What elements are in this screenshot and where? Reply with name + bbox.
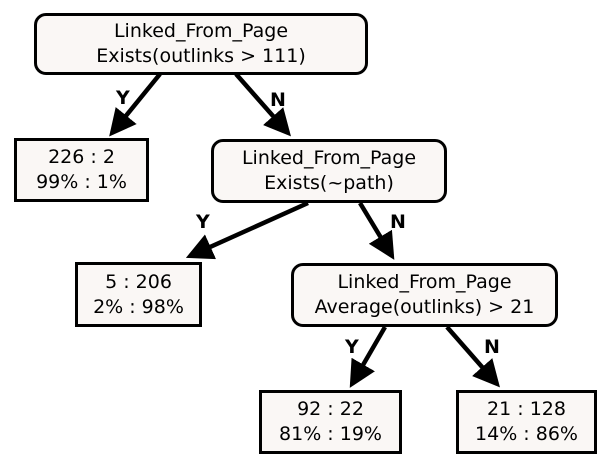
leaf-a-percentages: 99% : 1% bbox=[36, 171, 127, 193]
edge-split-b-to-leaf-c bbox=[185, 200, 309, 260]
edge-split-d-to-leaf-e bbox=[349, 325, 387, 388]
edge-root-to-split-b bbox=[234, 72, 291, 137]
leaf-node-a: 226 : 2 99% : 1% bbox=[14, 138, 149, 202]
leaf-f-percentages: 14% : 86% bbox=[475, 423, 578, 445]
split-b-condition: Exists(~path) bbox=[264, 172, 394, 194]
root-condition: Exists(outlinks > 111) bbox=[96, 45, 306, 67]
leaf-e-counts: 92 : 22 bbox=[297, 398, 364, 420]
edge-label-split-d-yes: Y bbox=[345, 336, 359, 358]
edge-label-root-no: N bbox=[270, 89, 286, 111]
split-d-attribute: Linked_From_Page bbox=[337, 271, 512, 293]
leaf-node-f: 21 : 128 14% : 86% bbox=[456, 390, 597, 454]
split-node-b: Linked_From_Page Exists(~path) bbox=[211, 139, 447, 203]
leaf-a-counts: 226 : 2 bbox=[48, 146, 115, 168]
split-d-condition: Average(outlinks) > 21 bbox=[314, 296, 535, 318]
edge-split-d-to-leaf-f bbox=[445, 325, 500, 388]
root-split-node: Linked_From_Page Exists(outlinks > 111) bbox=[34, 13, 368, 75]
edge-label-split-b-no: N bbox=[390, 211, 406, 233]
leaf-node-e: 92 : 22 81% : 19% bbox=[259, 390, 402, 454]
root-attribute: Linked_From_Page bbox=[113, 20, 289, 42]
edge-label-root-yes: Y bbox=[116, 87, 130, 109]
leaf-c-percentages: 2% : 98% bbox=[93, 295, 184, 318]
split-node-d: Linked_From_Page Average(outlinks) > 21 bbox=[291, 263, 558, 327]
leaf-f-counts: 21 : 128 bbox=[487, 398, 566, 420]
edge-label-split-b-yes: Y bbox=[196, 211, 210, 233]
edge-split-b-to-split-d bbox=[358, 201, 395, 260]
edge-root-to-leaf-a bbox=[109, 72, 162, 137]
leaf-e-percentages: 81% : 19% bbox=[279, 423, 382, 445]
edge-label-split-d-no: N bbox=[484, 336, 500, 358]
leaf-node-c: 5 : 206 2% : 98% bbox=[75, 262, 202, 327]
split-b-attribute: Linked_From_Page bbox=[241, 147, 417, 169]
leaf-c-counts: 5 : 206 bbox=[105, 270, 172, 293]
